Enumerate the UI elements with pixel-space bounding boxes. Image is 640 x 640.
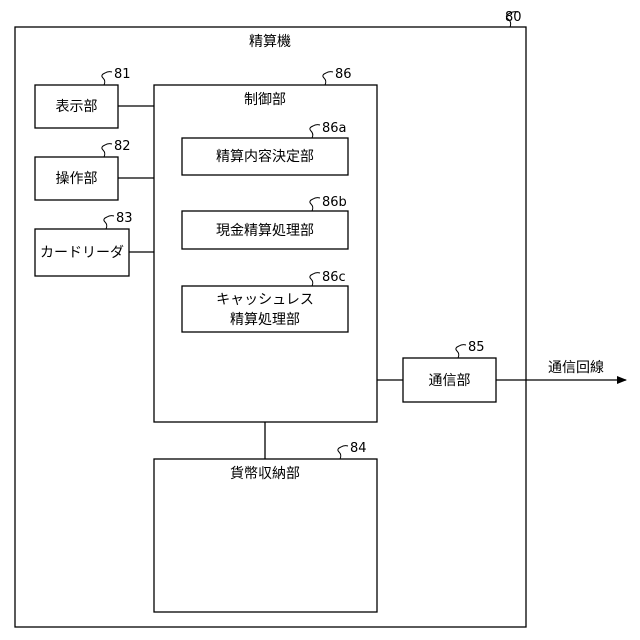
cash-storage-block: 貨幣収納部 84 — [154, 441, 377, 612]
operation-label: 操作部 — [56, 171, 98, 187]
card-reader-label: カードリーダ — [40, 245, 124, 261]
control-block: 制御部 86 精算内容決定部 86a 現金精算処理部 86b キャッシュレス 精… — [154, 67, 377, 422]
machine-label: 精算機 — [249, 34, 291, 50]
cash-storage-ref: 84 — [350, 441, 367, 456]
comm-line-label: 通信回線 — [548, 360, 604, 376]
content-decision-label: 精算内容決定部 — [216, 148, 314, 165]
cashless-processing-label-line2: 精算処理部 — [230, 312, 300, 328]
control-ref: 86 — [335, 67, 352, 82]
content-decision-ref: 86a — [322, 121, 347, 136]
cashless-processing-ref: 86c — [322, 270, 346, 285]
card-reader-ref: 83 — [116, 211, 133, 226]
control-label: 制御部 — [244, 92, 286, 108]
operation-ref: 82 — [114, 139, 131, 154]
communication-ref: 85 — [468, 340, 485, 355]
cash-processing-ref: 86b — [322, 195, 347, 210]
machine-ref: 80 — [505, 10, 522, 25]
cash-storage-label: 貨幣収納部 — [230, 465, 300, 482]
display-ref: 81 — [114, 67, 131, 82]
communication-label: 通信部 — [429, 373, 471, 389]
cashless-processing-label-line1: キャッシュレス — [216, 292, 314, 308]
cash-processing-label: 現金精算処理部 — [216, 223, 314, 239]
display-label: 表示部 — [56, 99, 98, 115]
